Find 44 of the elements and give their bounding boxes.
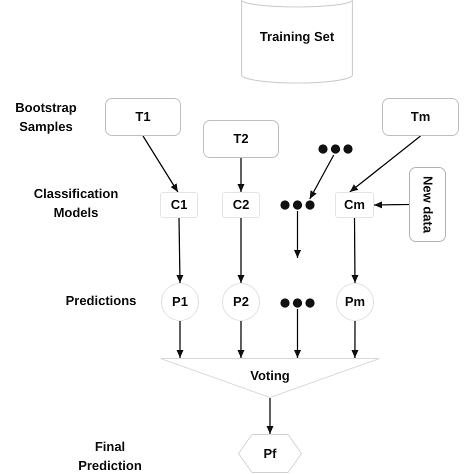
hexagon-node	[238, 434, 302, 473]
node-label: Cm	[344, 197, 365, 213]
arrow	[238, 218, 244, 283]
model-box	[160, 192, 198, 218]
row-label: Predictions	[64, 292, 138, 310]
node-label: T2	[233, 131, 249, 147]
node-label: Pf	[264, 446, 276, 462]
node-label: New data	[420, 176, 436, 234]
model-box	[222, 192, 260, 218]
database-cylinder	[241, 0, 353, 85]
node-label: T1	[135, 109, 151, 125]
arrow	[294, 309, 301, 358]
node-label: C1	[170, 197, 188, 213]
row-label: Classification Models	[32, 185, 120, 222]
node-label: C2	[232, 197, 250, 213]
arrow	[237, 321, 244, 358]
node-label: P1	[172, 294, 188, 310]
node-label: Voting	[250, 368, 290, 384]
arrow	[176, 218, 184, 284]
ellipsis-icon	[280, 297, 315, 309]
ellipsis-icon	[280, 199, 315, 211]
arrow	[351, 321, 358, 358]
sample-box	[105, 98, 181, 136]
ellipsis-icon	[318, 143, 353, 155]
arrow	[238, 158, 244, 192]
row-label: Final Prediction	[77, 438, 143, 474]
node-label: Training Set	[260, 29, 334, 45]
arrow	[351, 218, 358, 283]
voting-funnel	[160, 358, 380, 398]
sample-box	[382, 98, 459, 136]
row-label: Bootstrap Samples	[14, 99, 78, 136]
sample-box	[203, 120, 279, 158]
arrow	[374, 201, 409, 208]
input-data-box	[409, 167, 446, 242]
arrow	[309, 154, 334, 200]
model-box	[335, 192, 374, 218]
node-label: Pm	[344, 294, 366, 310]
arrow	[176, 321, 184, 358]
node-label: P2	[233, 294, 249, 310]
arrow	[142, 136, 178, 192]
arrow	[349, 136, 421, 192]
node-label: Tm	[410, 109, 430, 125]
arrow	[294, 211, 301, 258]
arrow	[266, 398, 274, 434]
